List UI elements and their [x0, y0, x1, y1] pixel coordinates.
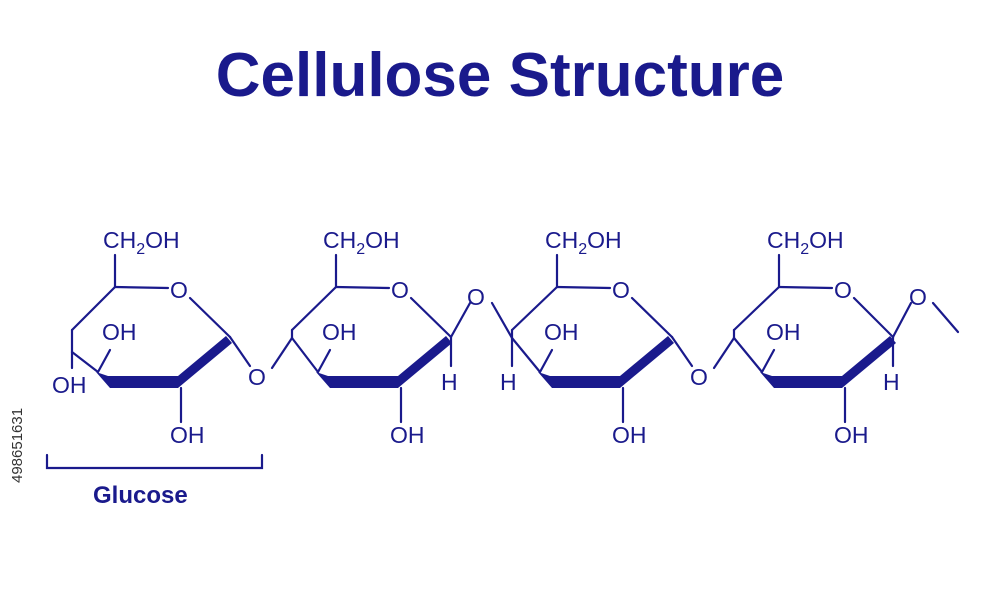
glucose-ring-4: CH2OH O OH OH H O — [712, 227, 960, 448]
glucose-ring-1: CH2OH O OH OH OH — [52, 227, 252, 448]
oh-label: OH — [544, 319, 579, 345]
glucose-ring-3: CH2OH O H OH OH — [490, 227, 694, 448]
glycosidic-oxygen: O — [248, 364, 266, 390]
h-label: H — [883, 369, 900, 395]
ring-oxygen: O — [612, 277, 630, 303]
ch2oh-label: CH2OH — [767, 227, 844, 258]
ring-oxygen: O — [391, 277, 409, 303]
oh-label: OH — [52, 372, 87, 398]
ring-oxygen: O — [170, 277, 188, 303]
oh-label: OH — [766, 319, 801, 345]
h-label: H — [500, 369, 517, 395]
glycosidic-oxygen: O — [690, 364, 708, 390]
oh-label: OH — [390, 422, 425, 448]
diagram-title: Cellulose Structure — [215, 41, 785, 110]
svg-text:498651631: 498651631 — [9, 408, 26, 483]
oh-label: OH — [322, 319, 357, 345]
glucose-label: Glucose — [93, 482, 188, 509]
ch2oh-label: CH2OH — [545, 227, 622, 258]
oh-label: OH — [612, 422, 647, 448]
oh-label: OH — [102, 319, 137, 345]
oh-label: OH — [834, 422, 869, 448]
glucose-bracket: Glucose — [45, 453, 264, 509]
oh-label: OH — [170, 422, 205, 448]
glycosidic-oxygen: O — [467, 284, 485, 310]
ch2oh-label: CH2OH — [103, 227, 180, 258]
h-label: H — [441, 369, 458, 395]
ch2oh-label: CH2OH — [323, 227, 400, 258]
ring-oxygen: O — [834, 277, 852, 303]
stock-id-watermark: 498651631 — [9, 408, 26, 483]
terminal-oxygen: O — [909, 284, 927, 310]
glucose-ring-2: CH2OH O OH OH H — [270, 227, 472, 448]
